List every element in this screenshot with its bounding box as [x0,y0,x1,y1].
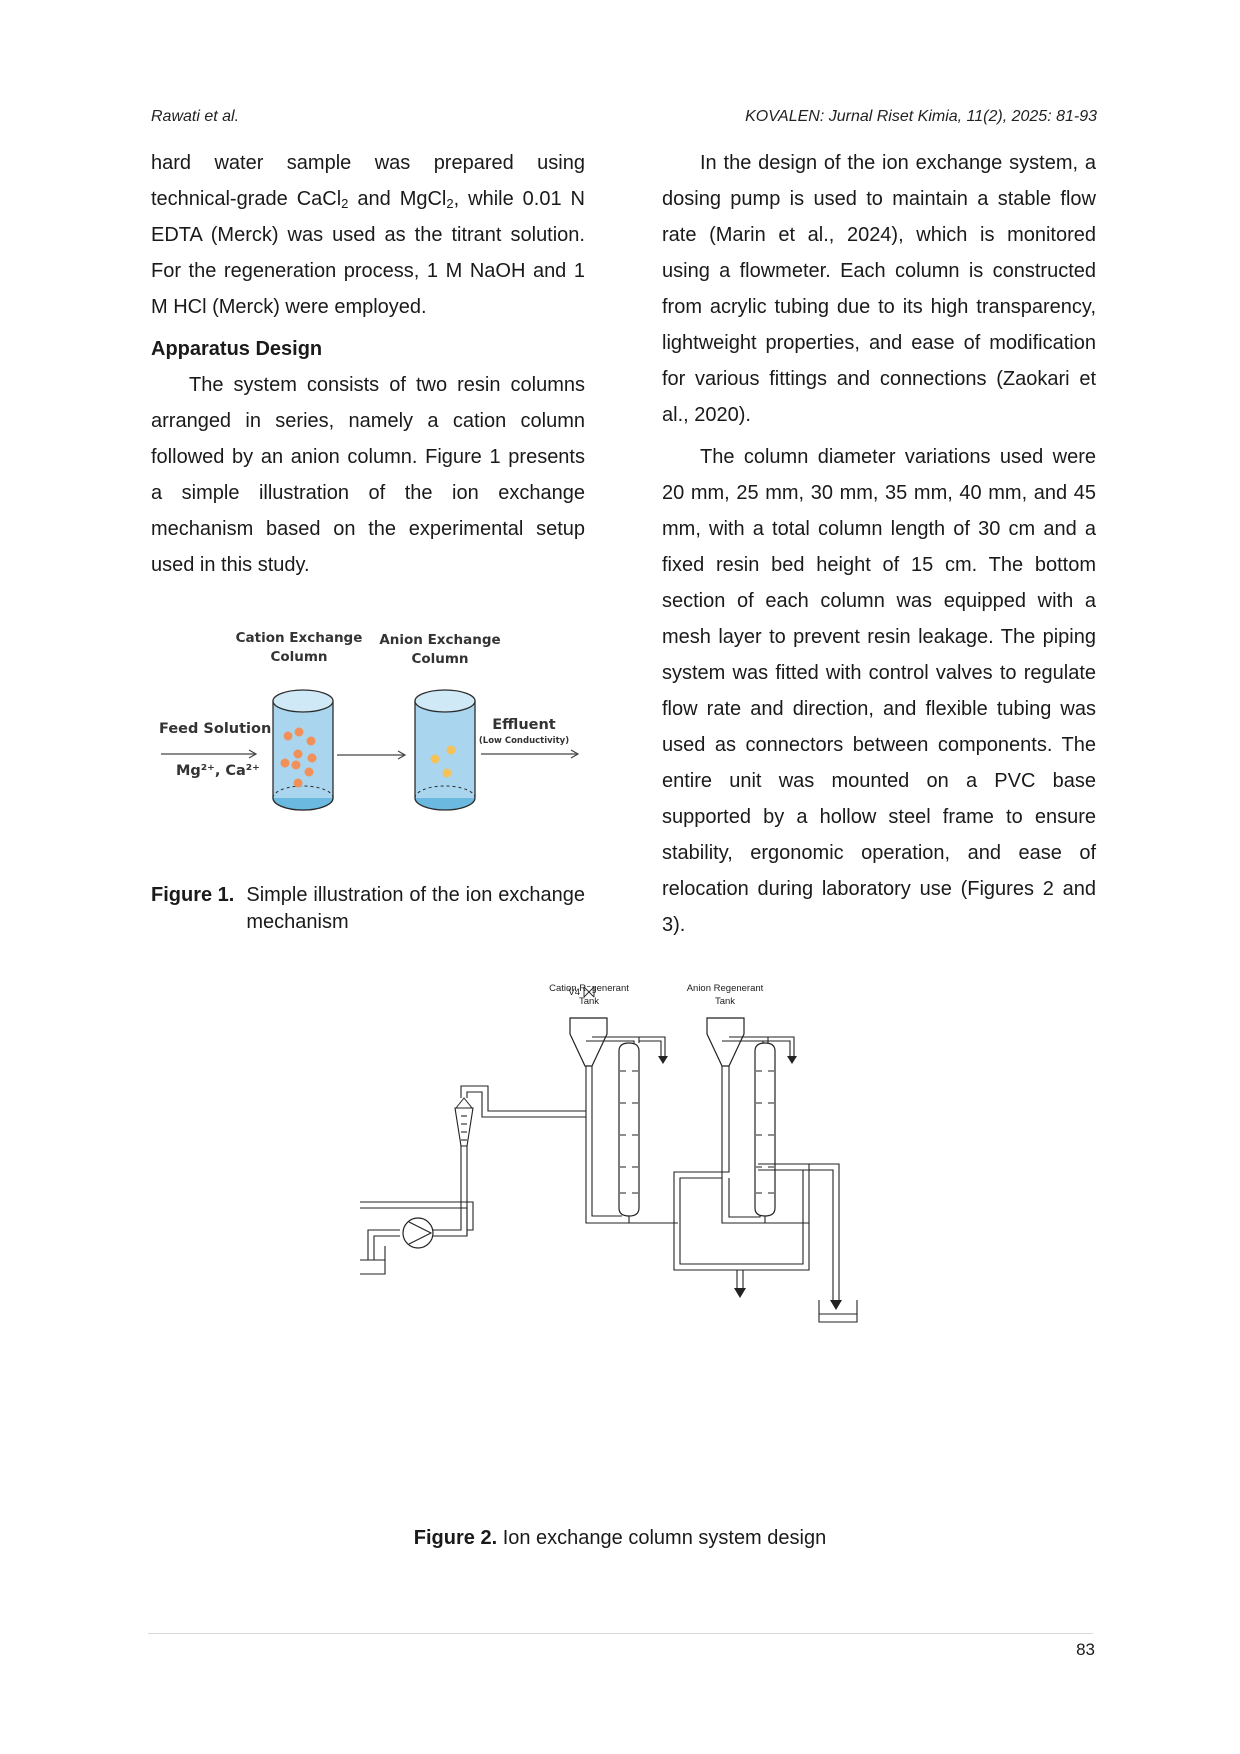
p1-text-c: , while 0.01 N EDTA (Merck) was used as … [151,188,585,318]
cation-exchange-column [618,1042,640,1217]
anion-column-title-line2: Column [411,651,468,667]
anion-cylinder [414,689,476,811]
feed-solution-label: Feed Solution [159,721,271,737]
figure-2-system-diagram: Cation Regenerant Tank Anion Regenerant … [360,983,858,1323]
cation-left-pipe [585,1066,628,1224]
effluent-tank [818,1300,858,1323]
pump-symbol [408,1221,433,1245]
anion-ions [430,745,456,778]
figure-1-caption-label: Figure 1. [151,884,235,906]
cation-right-pipe [591,1066,622,1217]
anion-tank-label-line2: Tank [715,996,735,1007]
figure-2-caption: Figure 2. Ion exchange column system des… [0,1527,1240,1550]
figure-1-ion-exchange-illustration: Cation Exchange Column Anion Exchange Co… [159,630,580,811]
running-header-authors: Rawati et al. [151,108,240,125]
anion-column-title-line1: Anion Exchange [379,632,500,648]
cation-ions [280,727,317,788]
right-column: In the design of the ion exchange system… [662,145,1096,949]
anion-regenerant-tank [706,1017,745,1067]
figure-1-caption: Figure 1. Simple illustration of the ion… [151,882,585,936]
anion-exchange-column [754,1042,776,1217]
running-header-journal: KOVALEN: Jurnal Riset Kimia, 11(2), 2025… [745,108,1097,125]
valve-label: V4 [568,987,580,998]
cation-tank-label-line2: Tank [579,996,599,1007]
pump-suction-outer [367,1229,400,1260]
v7-drain-pipe-2 [763,1040,791,1056]
cation-cylinder [272,689,334,811]
transfer-arrow [337,750,407,760]
waste-outlet-arrow [734,1288,746,1298]
anion-tank-label-line1: Anion Regenerant [687,983,764,994]
subscript: 2 [341,196,349,211]
valve-v4: V4 [568,986,595,998]
v1-line-inner [360,1207,468,1216]
v6-drain-pipe-2 [639,1040,662,1056]
v7-drain-pipe [768,1036,795,1056]
cation-top-header-outer [586,1040,635,1043]
feed-arrow [161,749,258,759]
v6-drain-pipe [639,1036,666,1056]
v7-drain-arrow [787,1056,797,1064]
cation-regenerant-tank [569,1017,608,1067]
pump-suction-inner [373,1235,400,1260]
flow-meter-top [454,1097,474,1109]
p1-text-a: hard water sample was prepared using tec… [151,152,585,210]
effluent-arrow [481,749,580,759]
anion-bottom-inner [728,1178,761,1218]
paragraph-column-dimensions: The column diameter variations used were… [662,446,1096,936]
left-column: hard water sample was prepared using tec… [151,145,585,589]
paragraph-materials: hard water sample was prepared using tec… [151,145,585,325]
waste-manifold-inner [679,1223,804,1265]
effluent-label: Effluent [492,717,556,733]
effluent-right-inner [803,1169,834,1300]
anion-top-header-outer [722,1040,764,1043]
v1-line-outer [360,1201,474,1216]
flowmeter-outlet-outer [460,1085,586,1112]
anion-top-header-inner [729,1036,769,1043]
footer-rule [148,1633,1093,1634]
figure-2-caption-label: Figure 2. [413,1527,498,1549]
paragraph-dosing-pump: In the design of the ion exchange system… [662,152,1096,426]
cation-top-header-inner [592,1036,640,1043]
cation-column-title-line2: Column [270,649,327,665]
anion-right-pipe [673,1066,730,1223]
v6-drain-arrow [658,1056,668,1064]
effluent-right-outer [809,1163,840,1300]
flowmeter-outlet-inner [466,1091,586,1118]
waste-manifold-outer [673,1223,810,1271]
effluent-arrow [830,1300,842,1310]
pump-discharge-outer [433,1118,462,1231]
anion-bottom-left [721,1178,766,1224]
cation-column-title-line1: Cation Exchange [236,630,363,646]
pump [402,1217,434,1249]
page-number: 83 [1076,1640,1095,1659]
effluent-note: (Low Conductivity) [479,736,569,746]
figure-2-caption-text: Ion exchange column system design [497,1527,827,1549]
section-heading-apparatus-design: Apparatus Design [151,338,323,360]
figure-1-caption-text: Simple illustration of the ion exchange … [246,884,585,933]
p1-text-b: and MgCl [348,188,447,210]
subscript: 2 [446,196,454,211]
feed-ions-label: Mg²⁺, Ca²⁺ [176,763,260,779]
paragraph-system-description: The system consists of two resin columns… [151,374,585,576]
anion-left-pipe [679,1066,723,1223]
